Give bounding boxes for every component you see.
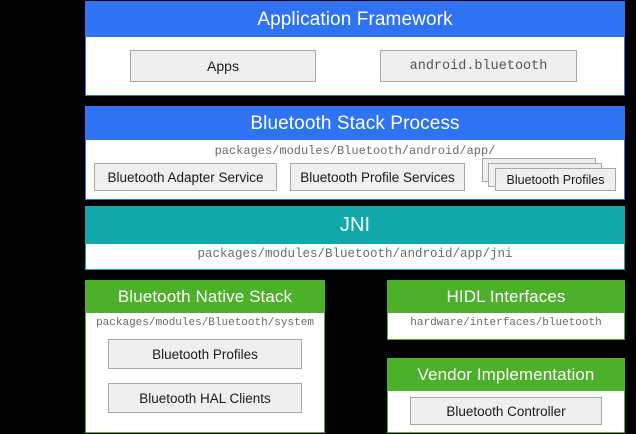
bluetooth-stack-process-header: Bluetooth Stack Process xyxy=(86,107,624,140)
application-framework-body: Apps android.bluetooth xyxy=(86,37,624,95)
box-bluetooth-adapter-service[interactable]: Bluetooth Adapter Service xyxy=(94,163,277,191)
layer-jni: JNI packages/modules/Bluetooth/android/a… xyxy=(85,206,625,270)
jni-header: JNI xyxy=(86,207,624,244)
bluetooth-native-stack-path-label: packages/modules/Bluetooth/system xyxy=(96,317,314,329)
vendor-implementation-body: Bluetooth Controller xyxy=(388,391,624,432)
vendor-implementation-header: Vendor Implementation xyxy=(388,359,624,391)
box-apps[interactable]: Apps xyxy=(130,50,316,82)
box-android-bluetooth[interactable]: android.bluetooth xyxy=(380,50,577,82)
jni-path-label: packages/modules/Bluetooth/android/app/j… xyxy=(197,247,513,261)
box-bluetooth-hal-clients[interactable]: Bluetooth HAL Clients xyxy=(108,383,302,413)
layer-vendor-implementation: Vendor Implementation Bluetooth Controll… xyxy=(387,358,625,433)
stack-card-front-label[interactable]: Bluetooth Profiles xyxy=(495,168,616,191)
bluetooth-stack-process-body: packages/modules/Bluetooth/android/app/ … xyxy=(86,140,624,199)
layer-application-framework: Application Framework Apps android.bluet… xyxy=(85,1,625,96)
hidl-interfaces-path-label: hardware/interfaces/bluetooth xyxy=(410,317,602,329)
bluetooth-native-stack-body: packages/modules/Bluetooth/system Blueto… xyxy=(86,313,324,432)
jni-body: packages/modules/Bluetooth/android/app/j… xyxy=(86,244,624,269)
hidl-interfaces-body: hardware/interfaces/bluetooth xyxy=(388,313,624,339)
layer-bluetooth-stack-process: Bluetooth Stack Process packages/modules… xyxy=(85,106,625,200)
bluetooth-stack-process-path-label: packages/modules/Bluetooth/android/app/ xyxy=(214,144,496,158)
stacked-box-bluetooth-profiles[interactable]: Bluetooth Profiles xyxy=(482,158,616,194)
box-bluetooth-profile-services[interactable]: Bluetooth Profile Services xyxy=(290,163,465,191)
layer-bluetooth-native-stack: Bluetooth Native Stack packages/modules/… xyxy=(85,280,325,433)
box-native-bluetooth-profiles[interactable]: Bluetooth Profiles xyxy=(108,339,302,369)
hidl-interfaces-header: HIDL Interfaces xyxy=(388,281,624,313)
application-framework-header: Application Framework xyxy=(86,2,624,37)
layer-hidl-interfaces: HIDL Interfaces hardware/interfaces/blue… xyxy=(387,280,625,340)
bluetooth-native-stack-header: Bluetooth Native Stack xyxy=(86,281,324,313)
box-bluetooth-controller[interactable]: Bluetooth Controller xyxy=(410,397,602,425)
